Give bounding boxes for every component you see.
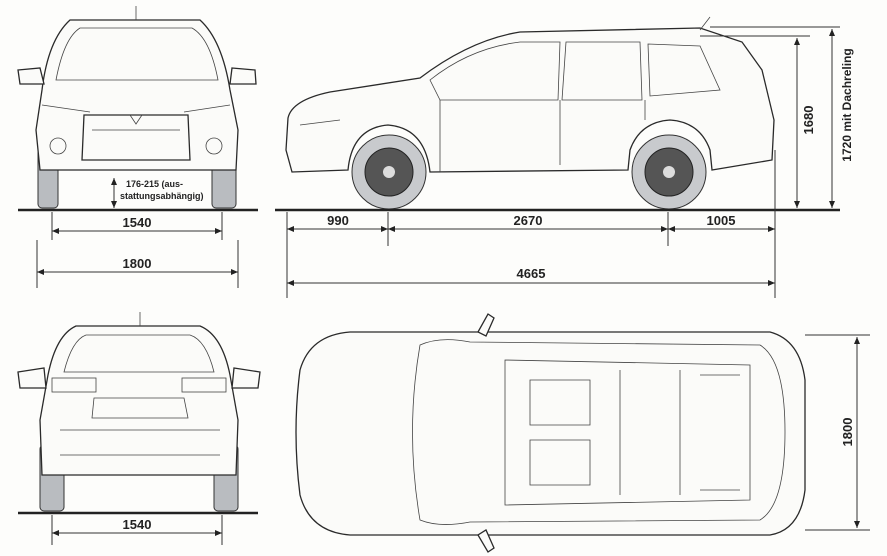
top-view: 1800 bbox=[295, 313, 870, 553]
rear-track-width: 1540 bbox=[123, 517, 152, 532]
ground-clearance-label: 176-215 (aus- bbox=[126, 179, 183, 189]
vehicle-height: 1680 bbox=[801, 106, 816, 135]
front-overhang: 990 bbox=[327, 213, 349, 228]
front-view: 176-215 (aus- stattungsabhängig) 1540 18… bbox=[17, 6, 258, 288]
side-view: 990 2670 1005 4665 1680 1720 mit Dachrel… bbox=[275, 16, 854, 298]
rear-overhang: 1005 bbox=[707, 213, 736, 228]
top-overall-width: 1800 bbox=[840, 418, 855, 447]
overall-length: 4665 bbox=[517, 266, 546, 281]
rear-view: 1540 bbox=[17, 312, 261, 545]
front-overall-width: 1800 bbox=[123, 256, 152, 271]
ground-clearance-label-2: stattungsabhängig) bbox=[120, 191, 204, 201]
front-track-width: 1540 bbox=[123, 215, 152, 230]
wheelbase: 2670 bbox=[514, 213, 543, 228]
vehicle-height-roof-rails: 1720 mit Dachreling bbox=[840, 48, 854, 161]
